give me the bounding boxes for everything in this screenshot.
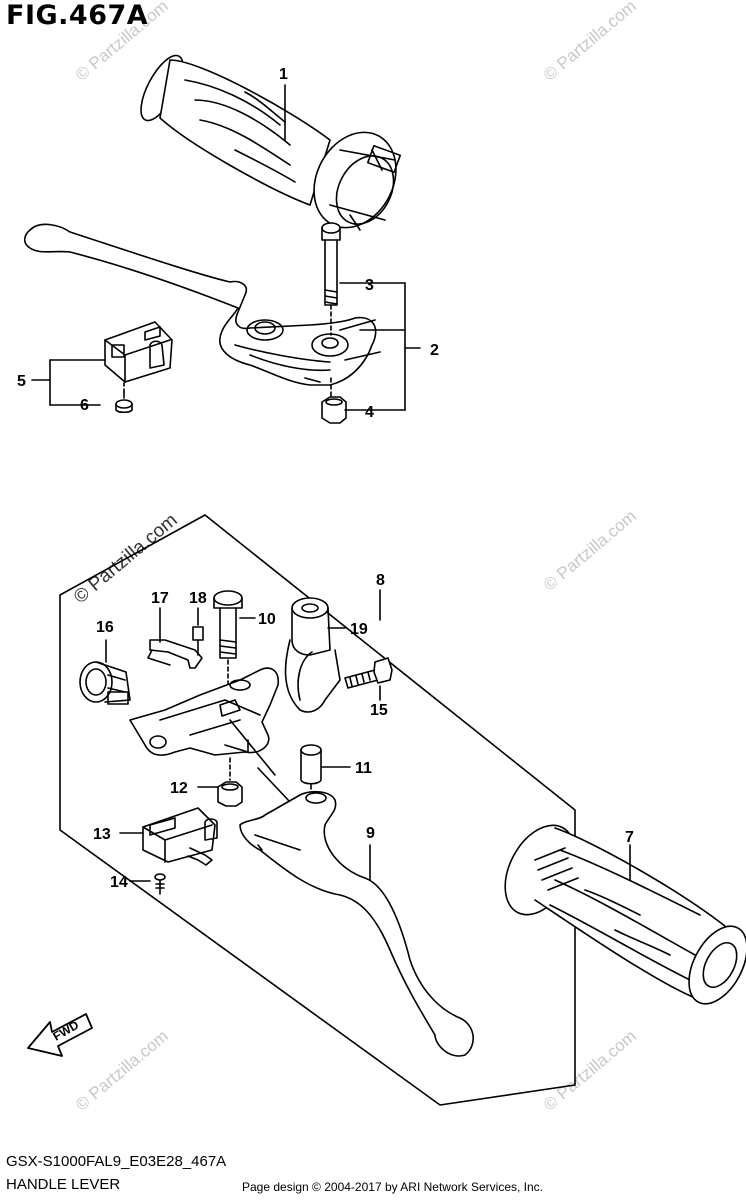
forward-arrow-icon	[27, 1013, 93, 1057]
pivot-bolt-part	[321, 222, 341, 336]
callout-label: 1	[279, 66, 288, 83]
callout-label: 12	[170, 780, 188, 797]
spring-bracket-part	[147, 639, 203, 669]
callout-labels: 1 2 3 4 5 6 7 8 9 10 11 12 13 14 15 16 1…	[17, 66, 634, 1044]
callout-label: 17	[151, 590, 169, 607]
adjuster-knob-part	[79, 661, 131, 705]
figure-title: FIG.467A	[6, 0, 149, 31]
callout-label: 3	[365, 277, 374, 294]
clamp-bolt-part	[344, 657, 393, 689]
callout-label: 2	[430, 342, 439, 359]
section-name: HANDLE LEVER	[6, 1176, 121, 1193]
callout-label: 8	[376, 572, 385, 589]
callout-label: 15	[370, 702, 388, 719]
callout-label: 14	[110, 874, 128, 891]
callout-label: 7	[625, 829, 634, 846]
callout-label: 4	[365, 404, 374, 421]
nut-part	[321, 396, 347, 424]
holder-nut-part	[217, 757, 243, 807]
callout-label: 18	[189, 590, 207, 607]
lever-holder-part	[129, 667, 280, 756]
callout-label: 9	[366, 825, 375, 842]
callout-label: 11	[355, 760, 372, 777]
clamp-bracket-part	[284, 597, 341, 713]
callout-label: 6	[80, 397, 89, 414]
switch-upper-part	[104, 321, 173, 383]
callout-label: 16	[96, 619, 114, 636]
callout-label: 5	[17, 373, 26, 390]
switch-lower-part	[142, 807, 218, 866]
callout-label: 10	[258, 611, 276, 628]
lever-bolt-part	[213, 590, 243, 701]
switch-screw-part	[154, 873, 166, 895]
assembly-frame	[59, 514, 576, 1106]
callout-label: 19	[350, 621, 368, 638]
copyright-notice: Page design © 2004-2017 by ARI Network S…	[242, 1180, 544, 1194]
small-screw-part	[192, 626, 204, 656]
grip-right-part	[140, 54, 402, 231]
callout-label: 13	[93, 826, 111, 843]
screw-part	[115, 382, 133, 414]
grip-left-part	[504, 824, 746, 1005]
lever-assembly-part	[23, 223, 381, 386]
model-code: GSX-S1000FAL9_E03E28_467A	[6, 1153, 227, 1170]
clutch-lever-part	[239, 790, 474, 1057]
